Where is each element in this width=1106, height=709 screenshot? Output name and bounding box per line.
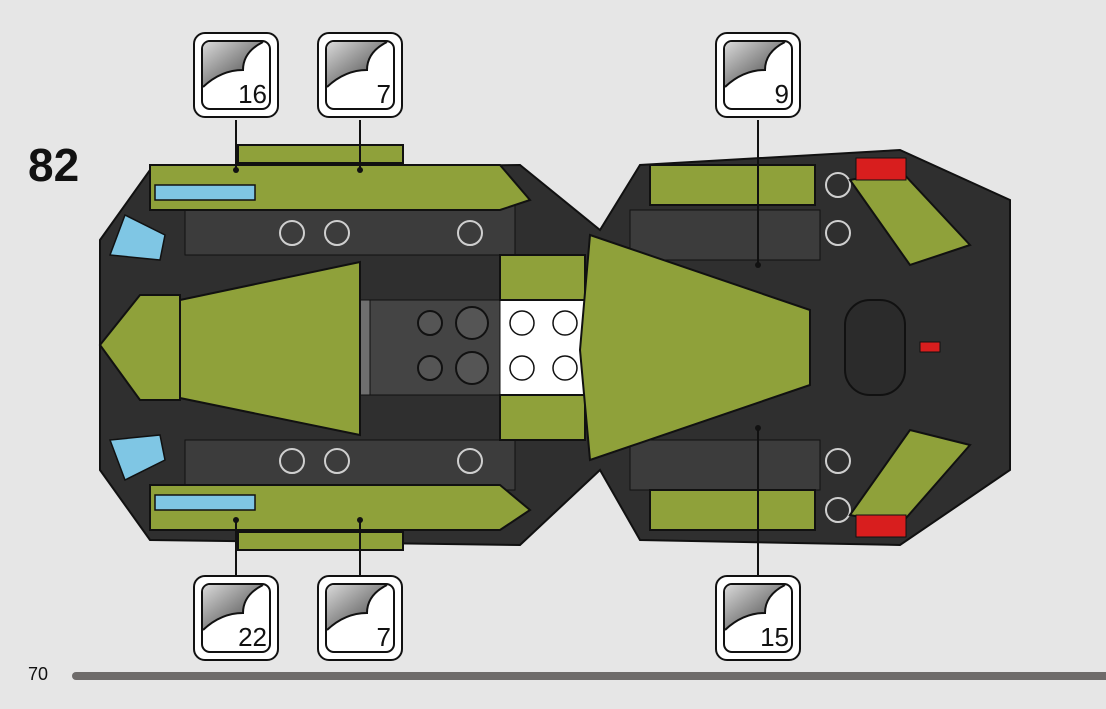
sticker-peel-icon xyxy=(203,42,264,88)
page-number: 70 xyxy=(28,664,49,684)
sticker-quantity: 22 xyxy=(238,622,267,652)
sticker-callout-bottom-left-b: 7 xyxy=(317,575,403,661)
sticker-peel-icon xyxy=(203,585,264,631)
leader-lines xyxy=(235,120,759,575)
sticker-peel-icon xyxy=(725,585,786,631)
red-accents xyxy=(855,157,941,538)
sticker-quantity: 7 xyxy=(376,79,391,109)
sticker-peel-icon xyxy=(725,42,786,88)
blue-accents xyxy=(108,184,256,511)
sticker-quantity: 15 xyxy=(760,622,789,652)
sticker-quantity: 16 xyxy=(238,79,267,109)
sticker-callout-bottom-left-a: 22 xyxy=(193,575,279,661)
sticker-peel-icon xyxy=(327,585,388,631)
step-number: 82 xyxy=(28,139,80,191)
sticker-callout-top-left-b: 7 xyxy=(317,32,403,118)
sticker-quantity: 9 xyxy=(774,79,789,109)
sticker-callout-top-right: 9 xyxy=(715,32,801,118)
sticker-peel-icon xyxy=(327,42,388,88)
sticker-quantity: 7 xyxy=(376,622,391,652)
progress-bar xyxy=(72,672,1106,680)
sticker-callout-top-left-a: 16 xyxy=(193,32,279,118)
sticker-callout-bottom-right: 15 xyxy=(715,575,801,661)
green-panels xyxy=(98,144,972,551)
